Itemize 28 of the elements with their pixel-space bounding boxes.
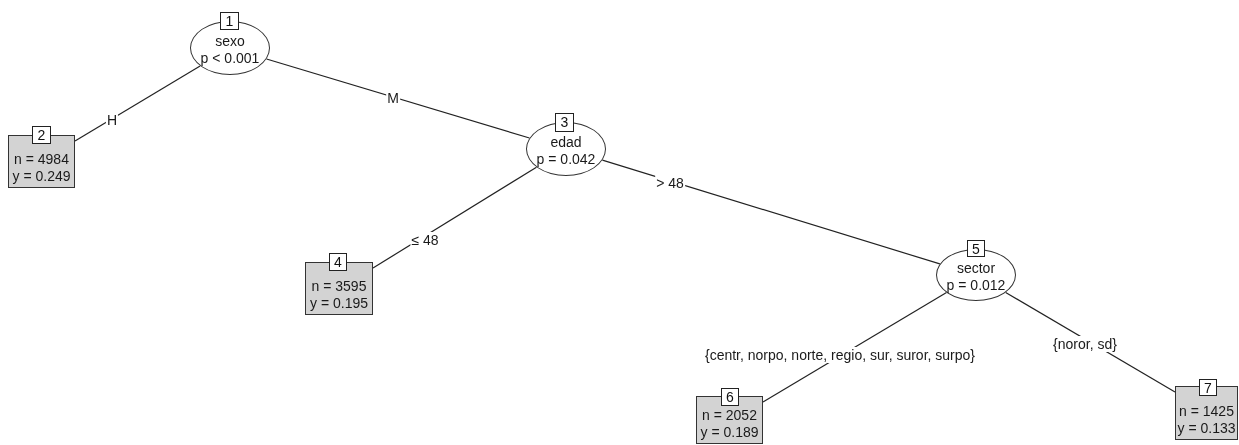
node-number: 7 (1199, 379, 1217, 396)
node-number: 1 (220, 12, 239, 30)
node-number: 4 (329, 253, 347, 271)
node-text: p = 0.042 (536, 151, 596, 168)
node-text: n = 3595 (311, 278, 367, 295)
edge-label: H (105, 112, 119, 128)
node-text: n = 2052 (702, 407, 757, 424)
node-number: 3 (555, 113, 574, 132)
node-number: 5 (967, 240, 985, 257)
node-text: p = 0.012 (946, 277, 1006, 294)
connector-line (74, 65, 201, 142)
node-text: sexo (215, 33, 245, 50)
node-text: n = 1425 (1179, 403, 1234, 420)
node-text: y = 0.133 (1177, 420, 1236, 437)
edge-label: > 48 (655, 175, 685, 191)
node-text: p < 0.001 (200, 50, 260, 67)
node-number: 2 (32, 126, 51, 144)
edge-label: ≤ 48 (410, 232, 440, 248)
node-text: sector (956, 260, 996, 277)
node-text: n = 4984 (14, 151, 69, 168)
node-text: edad (550, 134, 582, 151)
edge-label: {noror, sd} (1052, 336, 1118, 352)
edge-label: {centr, norpo, norte, regio, sur, suror, surpo} (704, 347, 976, 363)
edge-label: M (386, 90, 400, 106)
node-text: y = 0.189 (700, 424, 759, 441)
node-text: y = 0.195 (310, 295, 368, 312)
node-text: y = 0.249 (12, 168, 71, 185)
node-number: 6 (721, 388, 739, 406)
